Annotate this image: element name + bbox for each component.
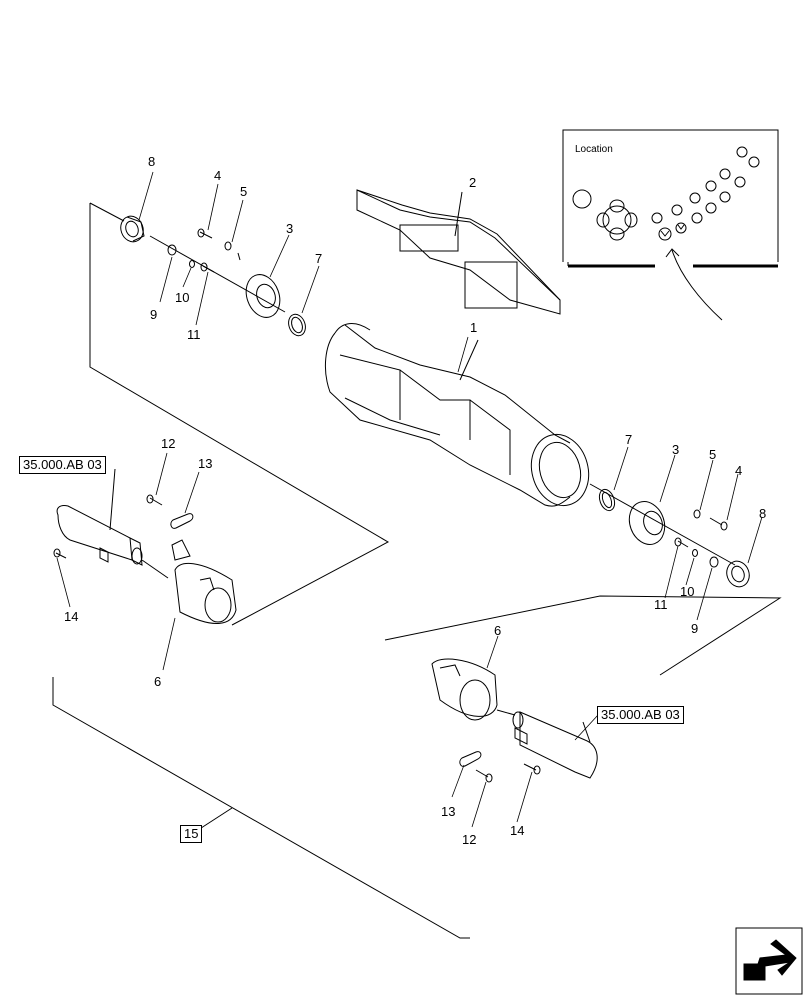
callout-5-right: 5	[709, 447, 717, 462]
assembly-bracket-15	[52, 677, 470, 939]
callout-4-right: 4	[735, 463, 743, 478]
part-12-bolt-left	[146, 494, 163, 506]
callout-12-right: 12	[462, 832, 477, 847]
callout-14-right: 14	[510, 823, 525, 838]
callout-3-right: 3	[672, 442, 680, 457]
callout-8-right: 8	[759, 506, 767, 521]
callout-3-left: 3	[286, 221, 294, 236]
callout-9-right: 9	[691, 621, 699, 636]
part-8-sprocket-left	[120, 215, 145, 243]
callout-7-left: 7	[315, 251, 323, 266]
reference-box-left[interactable]: 35.000.AB 03	[19, 456, 106, 474]
part-13-plate-left	[170, 513, 194, 529]
part-3-flange-left	[245, 274, 281, 318]
callout-8-left: 8	[148, 154, 156, 169]
part-11-bolt-right	[674, 537, 689, 548]
part-13-plate-right	[459, 751, 482, 767]
reference-box-right[interactable]: 35.000.AB 03	[597, 706, 684, 724]
callout-6-left: 6	[154, 674, 162, 689]
part-3-flange-right	[628, 501, 666, 545]
callout-13-left: 13	[198, 456, 213, 471]
part-14-bolt-right	[523, 763, 541, 775]
location-inset	[562, 129, 779, 321]
callout-4-left: 4	[214, 168, 222, 183]
callout-12-left: 12	[161, 436, 176, 451]
part-5-lockwasher-right	[693, 509, 701, 519]
highlighted-button-icon	[658, 222, 687, 241]
location-title: Location	[575, 144, 613, 155]
part-5-lockwasher-left	[224, 241, 232, 251]
callout-11-right: 11	[654, 597, 668, 612]
part-6-housing-right	[431, 658, 498, 721]
part-7-oring-right	[598, 488, 616, 512]
callout-5-left: 5	[240, 184, 248, 199]
callout-14-left: 14	[64, 609, 79, 624]
callout-1: 1	[470, 320, 478, 335]
part-11-bolt-left	[200, 262, 215, 273]
part-6-housing-left	[174, 562, 237, 625]
left-hub-group	[89, 202, 390, 626]
joystick-control-icon	[596, 199, 638, 241]
callout-9-left: 9	[150, 307, 158, 322]
callout-10-right: 10	[680, 584, 695, 599]
callout-6-right: 6	[494, 623, 502, 638]
callout-11-left: 11	[187, 327, 201, 342]
part-8-sprocket-right	[726, 560, 750, 588]
part-1-roller	[325, 323, 590, 507]
right-hub-group	[384, 483, 782, 676]
part-10-lockwasher-left	[189, 260, 195, 268]
next-page-arrow-icon[interactable]	[735, 927, 803, 995]
part-7-oring-left	[288, 313, 306, 337]
leader-lines	[56, 171, 763, 828]
part-4-bolt-right	[709, 517, 728, 531]
assembly-reference-15[interactable]: 15	[180, 825, 203, 843]
callout-2: 2	[469, 175, 477, 190]
part-12-bolt-right	[475, 769, 493, 783]
part-9-washer-right	[709, 556, 719, 568]
callout-13-right: 13	[441, 804, 456, 819]
left-motor-assembly	[53, 468, 237, 625]
callout-7-right: 7	[625, 432, 633, 447]
part-4-bolt-left	[197, 228, 213, 239]
part-2-cover-plate	[356, 189, 561, 315]
right-motor-assembly	[431, 658, 598, 783]
part-10-lockwasher-right	[692, 549, 698, 557]
part-9-washer-left	[167, 244, 177, 256]
callout-10-left: 10	[175, 290, 190, 305]
